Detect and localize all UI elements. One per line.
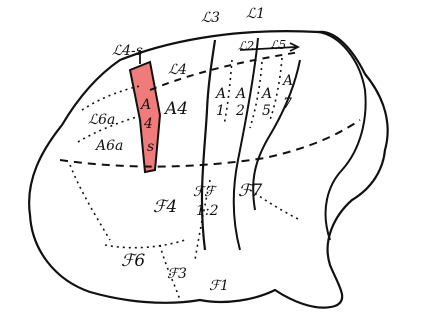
label-a5-a: A: [260, 86, 272, 102]
label-a5-n: 5: [262, 103, 271, 119]
label-f7: ℱ7: [238, 181, 262, 201]
label-f1f2-top: ℱℱ: [193, 184, 218, 200]
hemisphere-outline: [29, 31, 388, 307]
label-a4s-s: s: [147, 139, 154, 155]
label-a7-a: A: [281, 73, 293, 89]
label-f3: ℱ3: [167, 266, 187, 282]
label-l2: ℒ2: [238, 39, 254, 53]
label-f1f2-bottom: 1:2: [196, 203, 219, 219]
label-f1: ℱ1: [209, 278, 229, 294]
label-a2-n: 2: [235, 103, 245, 119]
dotted-f6: [105, 240, 185, 248]
label-a6a: A6a: [94, 138, 123, 154]
dotted-6a-top: [82, 86, 140, 110]
postcentral-sulcus: [234, 38, 258, 250]
label-l6a: ℒ6a: [88, 112, 115, 128]
label-l5: ℒ5: [270, 38, 286, 52]
label-l4: ℒ4: [168, 62, 187, 78]
label-l1: ℒ1: [246, 6, 265, 22]
label-l3: ℒ3: [201, 10, 220, 26]
label-a1-a: A: [214, 86, 226, 102]
label-f4: ℱ4: [153, 197, 177, 217]
label-l4s: ℒ4-s: [112, 43, 143, 59]
label-a4s-a: A: [139, 97, 151, 113]
dotted-a2a5: [250, 62, 262, 128]
label-a7-n: 7: [283, 96, 292, 112]
label-a2-a: A: [234, 86, 246, 102]
dotted-frontal: [70, 165, 110, 240]
label-a1-n: 1: [216, 103, 225, 119]
label-f6: ℱ6: [121, 251, 145, 271]
label-a4: A4: [163, 99, 188, 119]
label-a4s-4: 4: [143, 116, 153, 132]
